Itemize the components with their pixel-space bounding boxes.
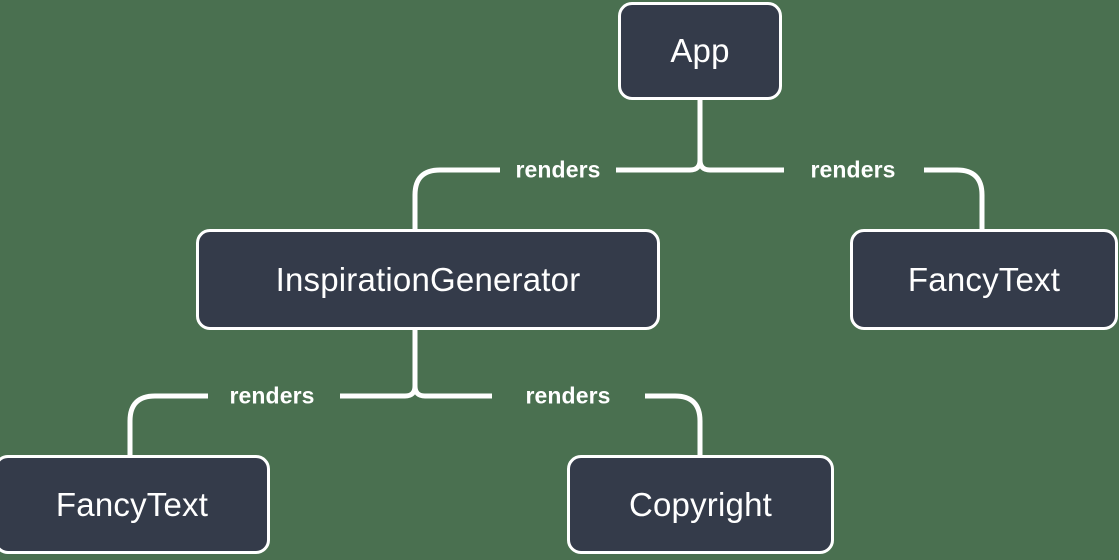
- edge-label-inspiration-generator-to-copyright: renders: [525, 382, 611, 409]
- wire-app-to-fancytext-right-a: [697, 159, 784, 173]
- node-fancytext-bottom-left[interactable]: FancyText: [0, 455, 270, 554]
- edge-label-app-to-fancytext: renders: [810, 156, 896, 183]
- node-inspiration-generator[interactable]: InspirationGenerator: [196, 229, 660, 330]
- node-fancytext-bottom-left-label: FancyText: [55, 485, 209, 523]
- node-copyright[interactable]: Copyright: [567, 455, 834, 554]
- node-fancytext-right-label: FancyText: [907, 260, 1061, 298]
- wire-app-to-inspiration-left: [412, 167, 500, 229]
- wire-app-to-inspiration: [616, 159, 703, 173]
- node-copyright-label: Copyright: [628, 485, 773, 523]
- wire-inspiration-to-copyright-a: [412, 385, 492, 399]
- wire-inspiration-to-fancytext-a: [340, 385, 418, 399]
- node-app-label: App: [670, 32, 730, 69]
- node-inspiration-generator-label: InspirationGenerator: [275, 260, 581, 298]
- wire-inspiration-to-copyright-b: [645, 393, 703, 455]
- wire-app-to-fancytext-right-b: [924, 167, 985, 229]
- node-fancytext-right[interactable]: FancyText: [850, 229, 1118, 330]
- edge-label-inspiration-generator-to-fancytext: renders: [229, 382, 315, 409]
- edge-label-app-to-inspiration-generator: renders: [515, 156, 601, 183]
- node-app[interactable]: App: [618, 2, 782, 100]
- wire-inspiration-to-fancytext-b: [127, 393, 208, 455]
